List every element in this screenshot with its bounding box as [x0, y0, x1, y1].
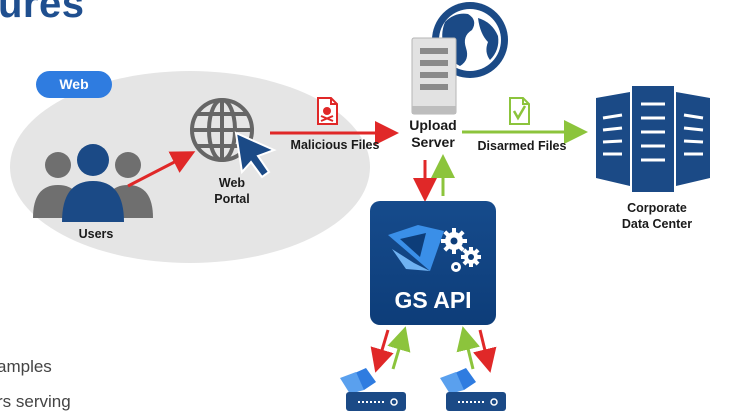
page-heading: ures [0, 0, 85, 26]
server-icon [411, 37, 457, 115]
device-icon [340, 368, 406, 411]
datacenter-label-line2: Data Center [621, 217, 693, 231]
gears-icon [388, 225, 481, 272]
gs-api-label: GS API [394, 287, 472, 313]
globe-icon [432, 2, 508, 78]
gs-api-box: GS API [370, 201, 496, 325]
arrow-gs-to-device-left [370, 329, 394, 373]
users-icon [33, 144, 153, 222]
users-label: Users [78, 227, 114, 241]
web-portal-label-line1: Web [218, 176, 246, 190]
malicious-files-label: Malicious Files [290, 138, 380, 152]
arrow-device-left-to-gs [387, 326, 411, 370]
upload-server-label-line2: Server [411, 134, 455, 150]
web-zone-badge: Web [36, 71, 112, 98]
arrow-gs-to-device-right [473, 329, 497, 373]
disarmed-file-icon [509, 97, 530, 125]
arrow-device-right-to-gs [456, 326, 480, 370]
upload-server-label-line1: Upload [409, 117, 457, 133]
device-icon [440, 368, 506, 411]
disarmed-files-label: Disarmed Files [477, 139, 567, 153]
datacenter-icon [596, 86, 710, 192]
body-text-line1: amples [0, 357, 52, 376]
globe-cursor-icon [190, 98, 277, 179]
datacenter-label-line1: Corporate [627, 201, 687, 215]
web-portal-label-line2: Portal [214, 192, 250, 206]
arrow-users-to-portal [127, 151, 196, 188]
malicious-file-icon [317, 97, 338, 125]
body-text-line2: rs serving [0, 392, 71, 411]
